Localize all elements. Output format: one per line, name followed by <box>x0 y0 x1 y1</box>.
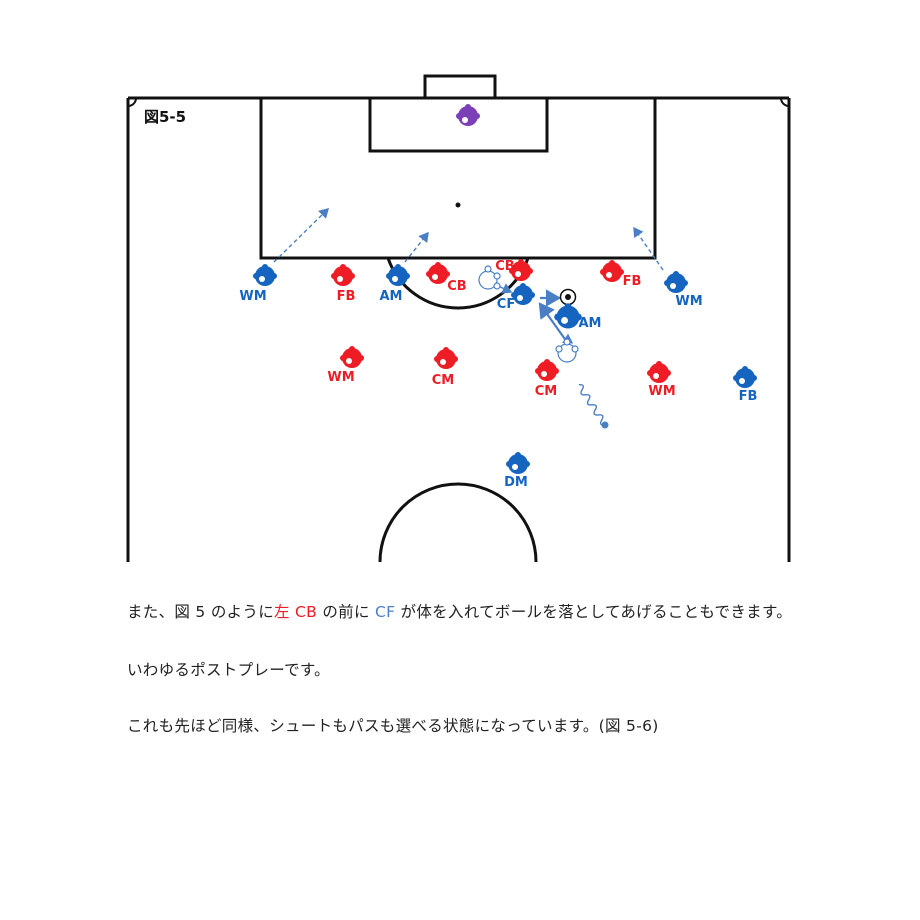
run-arrow-wm-left <box>273 208 329 263</box>
dribble-start-dot <box>601 421 609 429</box>
player-red-fb <box>331 264 355 286</box>
player-label-fb: FB <box>623 274 642 289</box>
player-blue-fb <box>733 366 757 388</box>
player-red-fb <box>600 260 624 282</box>
player-label-wm: WM <box>675 294 702 309</box>
ghost-cf <box>478 265 501 290</box>
figure-label: 図5-5 <box>144 108 186 126</box>
player-red-wm <box>340 346 364 368</box>
run-arrows <box>273 208 664 271</box>
player-blue-am <box>554 303 582 329</box>
player-label-cm: CM <box>432 373 454 388</box>
penalty-spot <box>455 202 461 208</box>
ghost-players <box>478 265 579 363</box>
player-label-cb: CB <box>495 259 514 274</box>
text-segment: が体を入れてボールを落としてあげることもできます。 <box>395 603 792 621</box>
center-circle <box>378 482 538 563</box>
corner-arc-right <box>780 97 790 107</box>
player-label-wm: WM <box>239 289 266 304</box>
player-blue-dm <box>506 452 530 474</box>
corner-arc-left <box>127 97 137 107</box>
paragraph-post-play: また、図 5 のように左 CB の前に CF が体を入れてボールを落としてあげる… <box>127 599 807 626</box>
player-label-cm: CM <box>535 384 557 399</box>
player-red-wm <box>647 361 671 383</box>
penalty-area <box>259 96 657 260</box>
paragraph-post-play-label: いわゆるポストプレーです。 <box>127 661 330 679</box>
player-red-cm <box>535 359 559 381</box>
run-arrow-am <box>404 231 429 263</box>
player-label-dm: DM <box>504 475 528 490</box>
player-blue-am <box>386 264 410 286</box>
player-label-wm: WM <box>327 370 354 385</box>
text-segment: の前に <box>317 603 375 621</box>
player-blue-wm <box>253 264 277 286</box>
player-label-am: AM <box>380 289 403 304</box>
pitch-diagram: 図5-5 WM FB AM CB CB CF FB WM AM WM CM CM WM FB DM <box>126 74 791 563</box>
player-label-cb: CB <box>447 279 466 294</box>
pitch-lines <box>126 74 791 563</box>
text-segment: また、図 5 のように <box>127 603 275 621</box>
player-red-cm <box>434 347 458 369</box>
dribble-path <box>578 383 606 426</box>
player-label-am: AM <box>579 316 602 331</box>
player-blue-cf <box>511 283 535 305</box>
player-label-cf: CF <box>497 297 515 312</box>
players: WM FB AM CB CB CF FB WM AM WM CM CM WM FB DM <box>239 259 757 490</box>
ghost-am <box>555 338 579 363</box>
goal-area <box>368 96 549 153</box>
player-red-cb <box>509 259 533 281</box>
player-label-fb: FB <box>337 289 356 304</box>
goal <box>423 74 497 100</box>
ball <box>559 288 577 306</box>
player-label-wm: WM <box>648 384 675 399</box>
run-arrow-wm-right <box>633 226 664 271</box>
paragraph-shoot-or-pass: これも先ほど同様、シュートもパスも選べる状態になっています。(図 5-6) <box>127 717 659 735</box>
player-red-cb <box>426 262 450 284</box>
goalkeeper <box>456 104 480 126</box>
highlight-left-cb: 左 CB <box>274 603 318 621</box>
player-blue-wm <box>664 271 688 293</box>
highlight-cf: CF <box>374 603 396 621</box>
player-label-fb: FB <box>739 389 758 404</box>
